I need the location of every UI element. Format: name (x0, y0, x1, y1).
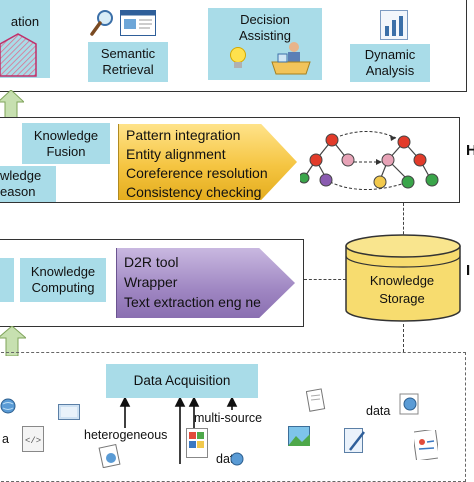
entity-graph-icon (300, 131, 439, 191)
upward-arrow-bottom (0, 326, 26, 356)
page-icon (306, 388, 326, 412)
person-at-desk-icon (271, 42, 311, 75)
knowledge-fusion-box: Knowledge Fusion (22, 123, 110, 164)
construction-item: D2R tool (124, 254, 179, 270)
document-globe-icon (98, 444, 121, 468)
lightbulb-icon (230, 47, 246, 68)
knowledge-computing-box: Knowledge Computing (20, 258, 106, 302)
fusion-item: Entity alignment (126, 146, 226, 162)
left-stub-box (0, 258, 14, 302)
browser-window-icon (120, 10, 156, 36)
globe-icon (0, 398, 16, 414)
monitor-icon (58, 404, 80, 420)
semantic-retrieval-label: Semantic Retrieval (100, 46, 156, 77)
fusion-chevron-list: Pattern integration Entity alignment Cor… (126, 126, 306, 202)
knowledge-computing-label: Knowledge Computing (30, 264, 96, 295)
label-multi-source: multi-source (194, 411, 263, 425)
dynamic-analysis-label: Dynamic Analysis (364, 47, 416, 78)
fusion-item: Consistency checking (126, 184, 262, 200)
knowledge-reason-label: wledge eason (0, 168, 42, 199)
semantic-retrieval-box: Semantic Retrieval (88, 42, 168, 82)
construction-layer-side-label: I (466, 262, 471, 279)
fusion-item: Coreference resolution (126, 165, 268, 181)
label-data-left: a (2, 432, 9, 446)
knowledge-storage-cylinder (345, 234, 461, 322)
house-icon (0, 33, 37, 77)
input-arrows (119, 398, 238, 464)
chart-document-icon (380, 10, 408, 40)
label-heterogeneous: heterogeneous (84, 428, 168, 442)
svg-text:</>: </> (25, 436, 41, 446)
label-data-right: data (366, 404, 391, 418)
small-globe-icon (230, 452, 244, 466)
construction-chevron (116, 248, 295, 318)
code-file-icon: </> (22, 426, 44, 452)
dashed-connector-construction-storage (304, 279, 346, 280)
dynamic-analysis-box: Dynamic Analysis (350, 44, 430, 82)
data-acquisition-label: Data Acquisition (133, 372, 231, 388)
upward-arrow-top (0, 90, 24, 120)
construction-item: Wrapper (124, 274, 178, 290)
landscape-image-icon (288, 426, 310, 446)
knowledge-storage-label: Knowledge Storage (369, 273, 435, 306)
knowledge-fusion-label: Knowledge Fusion (33, 127, 99, 159)
magnifier-icon (90, 10, 113, 36)
construction-item: Text extraction eng ne (124, 294, 261, 310)
application-label: ation (10, 14, 40, 29)
decision-assisting-label: Decision Assisting (238, 12, 292, 43)
dashed-connector-fusion-storage (403, 203, 404, 239)
data-acquisition-box: Data Acquisition (106, 364, 258, 398)
report-icon (414, 430, 438, 460)
dashed-connector-storage-acquisition (403, 324, 404, 352)
fusion-layer-side-label: H (466, 142, 474, 159)
globe-doc-icon (399, 393, 419, 415)
puzzle-icon (186, 428, 208, 458)
fusion-chevron (118, 124, 297, 200)
pen-document-icon (344, 428, 365, 453)
knowledge-reason-box: wledge eason (0, 166, 56, 202)
fusion-item: Pattern integration (126, 127, 241, 143)
construction-chevron-list: D2R tool Wrapper Text extraction eng ne (124, 252, 304, 312)
